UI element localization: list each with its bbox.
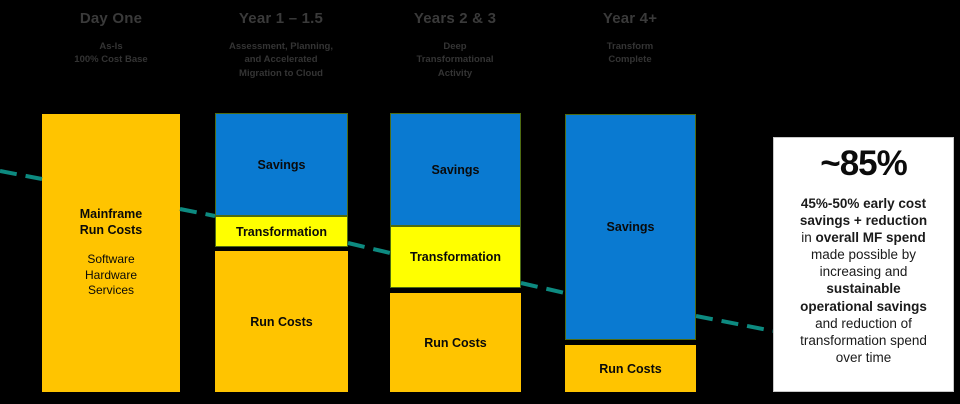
phase-subtitle-line: Migration to Cloud xyxy=(239,68,323,80)
column-header-year-4-plus: Year 4+ Transform Complete xyxy=(564,10,696,67)
segment-savings[interactable]: Savings xyxy=(215,113,348,216)
phase-subtitle: Transform Complete xyxy=(564,40,696,68)
callout-line: transformation spend xyxy=(800,332,927,348)
connector-segment-1 xyxy=(179,207,216,218)
segment-transformation[interactable]: Transformation xyxy=(215,216,348,247)
connector-segment-2 xyxy=(347,241,391,255)
phase-subtitle: As-Is 100% Cost Base xyxy=(42,40,180,68)
phase-title: Years 2 & 3 xyxy=(413,10,497,27)
callout-line: over time xyxy=(835,350,892,366)
bar-column-years-2-3: Savings Transformation Run Costs xyxy=(390,113,521,392)
bar-column-year-4-plus: Savings Run Costs xyxy=(565,114,696,392)
segment-transformation[interactable]: Transformation xyxy=(390,226,521,288)
column-header-day-one: Day One As-Is 100% Cost Base xyxy=(42,10,180,67)
segment-run-costs[interactable]: Run Costs xyxy=(390,293,521,392)
phase-subtitle-line: and Accelerated xyxy=(244,54,318,66)
phase-subtitle: Assessment, Planning, and Accelerated Mi… xyxy=(213,40,349,81)
segment-title-line: Run Costs xyxy=(79,222,143,237)
segment-mainframe-run-costs[interactable]: Mainframe Run Costs Software Hardware Se… xyxy=(42,114,180,392)
segment-detail-line: Services xyxy=(87,283,134,298)
callout-line: made possible by xyxy=(810,247,917,263)
segment-savings[interactable]: Savings xyxy=(390,113,521,226)
phase-title: Day One xyxy=(79,10,143,27)
callout-body: 45%-50% early cost savings + reduction i… xyxy=(780,195,947,366)
callout-percent: ~85% xyxy=(820,144,908,183)
phase-title: Year 1 – 1.5 xyxy=(238,10,324,27)
segment-detail: Software Hardware Services xyxy=(85,252,137,299)
phase-subtitle-line: Complete xyxy=(608,54,652,66)
segment-title: Mainframe Run Costs xyxy=(80,207,143,238)
segment-title-line: Mainframe xyxy=(79,206,143,221)
connector-segment-3 xyxy=(520,281,566,295)
connector-segment-4 xyxy=(695,314,774,333)
callout-line: savings + reduction xyxy=(799,212,928,228)
segment-run-costs[interactable]: Run Costs xyxy=(215,251,348,392)
phase-subtitle-line: Transform xyxy=(606,40,654,52)
phase-subtitle-line: Activity xyxy=(437,68,473,80)
callout-line: and reduction of xyxy=(815,315,912,331)
segment-savings[interactable]: Savings xyxy=(565,114,696,340)
connector-segment-0 xyxy=(0,169,43,181)
callout-line: in overall MF spend xyxy=(801,230,926,246)
callout-line: operational savings xyxy=(800,298,927,314)
phase-subtitle-line: Deep xyxy=(443,40,467,52)
column-header-years-2-3: Years 2 & 3 Deep Transformational Activi… xyxy=(389,10,521,81)
phase-subtitle-line: Assessment, Planning, xyxy=(228,40,333,52)
savings-callout-panel: ~85% 45%-50% early cost savings + reduct… xyxy=(773,137,954,392)
phase-subtitle-line: 100% Cost Base xyxy=(74,54,148,66)
phase-title: Year 4+ xyxy=(602,10,658,27)
phase-subtitle-line: As-Is xyxy=(99,40,123,52)
callout-line: sustainable xyxy=(826,281,901,297)
callout-line: 45%-50% early cost xyxy=(800,195,927,211)
segment-detail-line: Hardware xyxy=(84,267,138,282)
column-header-year-1-15: Year 1 – 1.5 Assessment, Planning, and A… xyxy=(213,10,349,81)
bar-column-year-1-15: Savings Transformation Run Costs xyxy=(215,113,348,392)
segment-detail-line: Software xyxy=(87,252,135,267)
phase-subtitle-line: Transformational xyxy=(416,54,494,66)
callout-line: increasing and xyxy=(819,264,908,280)
bar-column-day-one: Mainframe Run Costs Software Hardware Se… xyxy=(42,114,180,392)
phase-subtitle: Deep Transformational Activity xyxy=(389,40,521,81)
segment-run-costs[interactable]: Run Costs xyxy=(565,345,696,392)
